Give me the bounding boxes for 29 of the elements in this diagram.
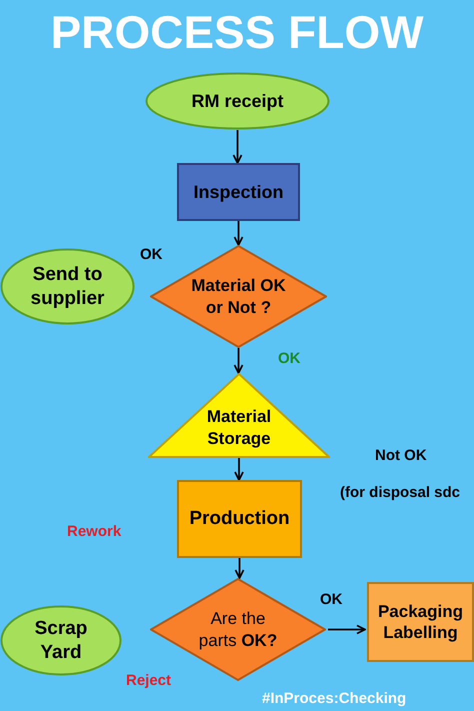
title: PROCESS FLOW xyxy=(49,5,425,60)
terminal-ellipse xyxy=(0,248,135,325)
node-label: RM receipt xyxy=(191,90,284,112)
node-label: Production xyxy=(189,507,290,531)
node-label: Material Storage xyxy=(206,406,272,449)
node-label: Are the parts OK? xyxy=(198,608,278,651)
terminal-ellipse xyxy=(0,605,122,676)
process-box xyxy=(177,163,300,221)
note-text: (for disposal sdc xyxy=(340,483,460,503)
process-box xyxy=(177,480,302,558)
start-ellipse xyxy=(145,72,330,130)
arrow xyxy=(328,624,366,634)
process-box xyxy=(367,582,474,662)
node-label: Material OK or Not ? xyxy=(191,275,286,318)
node-label: Packaging Labelling xyxy=(376,600,464,644)
branch-label: OK xyxy=(140,245,162,265)
node-label: Send to supplier xyxy=(30,262,106,310)
node-label: Scrap Yard xyxy=(34,616,88,664)
node-label: Inspection xyxy=(193,180,284,204)
arrow xyxy=(234,348,244,374)
branch-label: Reject xyxy=(126,671,172,691)
branch-label: Rework xyxy=(67,522,122,542)
arrow xyxy=(234,558,244,579)
storage-triangle xyxy=(148,373,330,458)
arrow xyxy=(234,458,244,481)
hashtag-text: #InProces:Checking xyxy=(262,690,406,708)
arrow xyxy=(234,221,244,246)
branch-label: Not OK xyxy=(375,446,427,466)
arrow xyxy=(232,130,242,164)
